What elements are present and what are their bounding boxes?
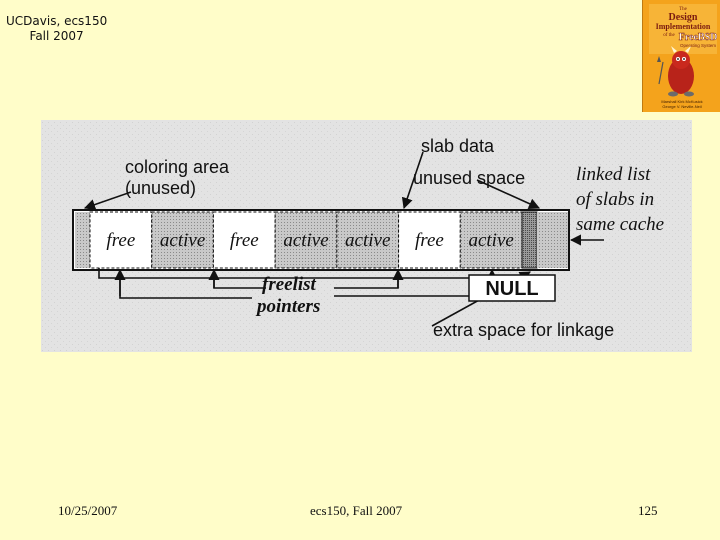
slab-cell-label: free: [415, 230, 444, 251]
slab-cell-free: [212, 211, 276, 269]
book-title-ofthe: of the: [663, 33, 675, 38]
slab-row: free active free active active free active: [72, 209, 570, 271]
unused-space-block: [537, 212, 568, 268]
book-cover-image: The Design Implementation of the FreeBSD…: [642, 0, 720, 112]
slab-cell-label: active: [468, 230, 513, 251]
slab-cell-free: [89, 211, 153, 269]
label-pointers: pointers: [255, 296, 320, 317]
footer-course: ecs150, Fall 2007: [310, 503, 403, 518]
course-name: UCDavis, ecs150: [6, 14, 108, 28]
book-title-implementation: Implementation: [656, 22, 711, 31]
book-title-the: The: [679, 7, 688, 12]
label-freelist: freelist: [262, 274, 317, 295]
slab-cell-active: [151, 211, 214, 269]
book-title-freebsd: FreeBSD: [679, 32, 718, 43]
slab-cell-active: [336, 211, 400, 269]
slab-cell-label: free: [230, 230, 259, 251]
book-authors-1: Marshall Kirk McKusick: [661, 99, 702, 104]
coloring-area-block: [75, 212, 90, 268]
label-linked-list-1: linked list: [576, 164, 651, 185]
label-coloring-area: coloring area: [125, 157, 230, 177]
daemon-mascot-icon: [657, 46, 694, 97]
slab-cell-label: free: [106, 230, 135, 251]
footer-page-number: 125: [638, 503, 658, 518]
book-title-os: Operating System: [680, 43, 716, 48]
null-box: NULL: [468, 274, 556, 302]
null-label: NULL: [485, 278, 538, 300]
label-linked-list-3: same cache: [576, 214, 664, 235]
label-unused: (unused): [125, 178, 196, 198]
slab-cell-label: active: [345, 230, 390, 251]
slab-cell-active: [274, 211, 338, 269]
slab-cell-label: active: [283, 230, 328, 251]
label-extra-space: extra space for linkage: [433, 320, 614, 340]
book-authors-2: George V. Neville-Neil: [662, 104, 701, 109]
linkage-block: [521, 211, 538, 269]
slab-cell-label: active: [160, 230, 205, 251]
slab-allocator-diagram: free active free active active free active NUL…: [41, 120, 692, 352]
slab-cell-free: [398, 211, 461, 269]
course-header: UCDavis, ecs150 Fall 2007: [6, 14, 107, 44]
course-term: Fall 2007: [29, 29, 84, 43]
footer-date: 10/25/2007: [58, 503, 118, 518]
slab-cell-active: [459, 211, 523, 269]
label-linked-list-2: of slabs in: [576, 189, 654, 210]
book-title-design: Design: [669, 12, 698, 23]
label-unused-space: unused space: [413, 168, 525, 188]
label-slab-data: slab data: [421, 136, 495, 156]
